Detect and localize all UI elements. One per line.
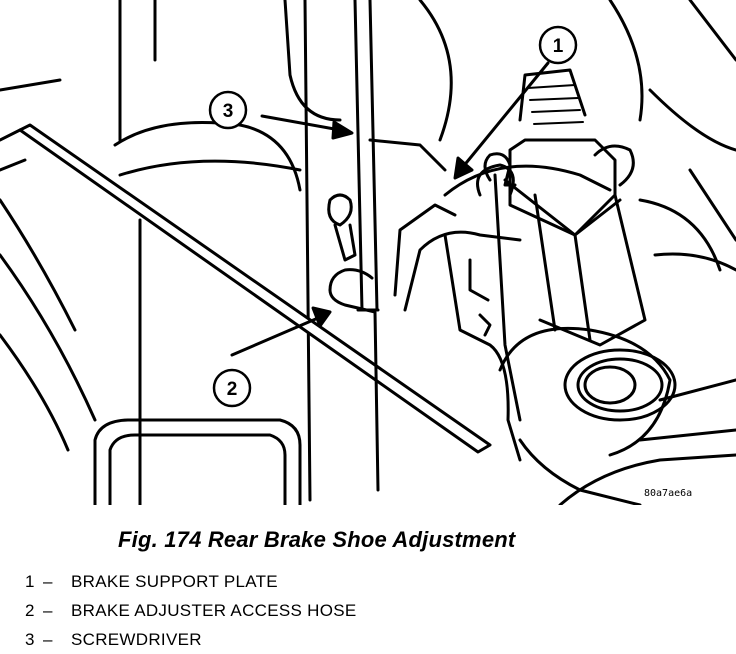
leader-arrows bbox=[230, 61, 550, 357]
callout-1-number: 1 bbox=[553, 36, 564, 57]
brake-line-fitting bbox=[443, 68, 647, 422]
legend-item: 3–SCREWDRIVER bbox=[25, 625, 357, 654]
wheel-cylinder bbox=[498, 326, 736, 505]
legend-separator: – bbox=[43, 572, 53, 591]
callout-2: 2 bbox=[212, 368, 252, 408]
leader-arrow-3-head bbox=[331, 120, 354, 140]
legend-item: 2–BRAKE ADJUSTER ACCESS HOSE bbox=[25, 596, 357, 625]
legend-item-label: BRAKE SUPPORT PLATE bbox=[71, 572, 278, 591]
figure-caption: Fig. 174 Rear Brake Shoe Adjustment bbox=[118, 527, 516, 552]
legend-item-label: BRAKE ADJUSTER ACCESS HOSE bbox=[71, 601, 357, 620]
callout-3: 3 bbox=[208, 90, 248, 130]
screwdriver-illustration bbox=[353, 0, 380, 312]
legend: 1–BRAKE SUPPORT PLATE 2–BRAKE ADJUSTER A… bbox=[25, 567, 357, 654]
leader-arrow-2-head bbox=[311, 306, 332, 328]
legend-item-number: 1 bbox=[25, 572, 35, 591]
legend-item-number: 3 bbox=[25, 630, 35, 649]
legend-item-number: 2 bbox=[25, 601, 35, 620]
callout-1: 1 bbox=[538, 25, 578, 65]
frame-brace bbox=[0, 123, 492, 454]
support-plate-housing bbox=[93, 418, 302, 505]
vehicle-structure bbox=[0, 0, 736, 505]
image-code: 80a7ae6a bbox=[644, 488, 692, 499]
bleeder-bolt bbox=[327, 193, 357, 262]
legend-item: 1–BRAKE SUPPORT PLATE bbox=[25, 567, 357, 596]
leader-arrow-1-head bbox=[453, 156, 474, 180]
callout-2-number: 2 bbox=[227, 379, 238, 400]
leader-arrow-1 bbox=[460, 61, 550, 170]
callout-3-number: 3 bbox=[223, 101, 234, 122]
leader-arrow-3 bbox=[260, 114, 342, 132]
legend-item-label: SCREWDRIVER bbox=[71, 630, 202, 649]
legend-separator: – bbox=[43, 601, 53, 620]
leader-arrow-2 bbox=[230, 316, 320, 357]
legend-separator: – bbox=[43, 630, 53, 649]
access-hose-illustration bbox=[328, 203, 522, 492]
brake-adjustment-illustration: 1 2 3 80a7ae6a bbox=[0, 0, 736, 505]
